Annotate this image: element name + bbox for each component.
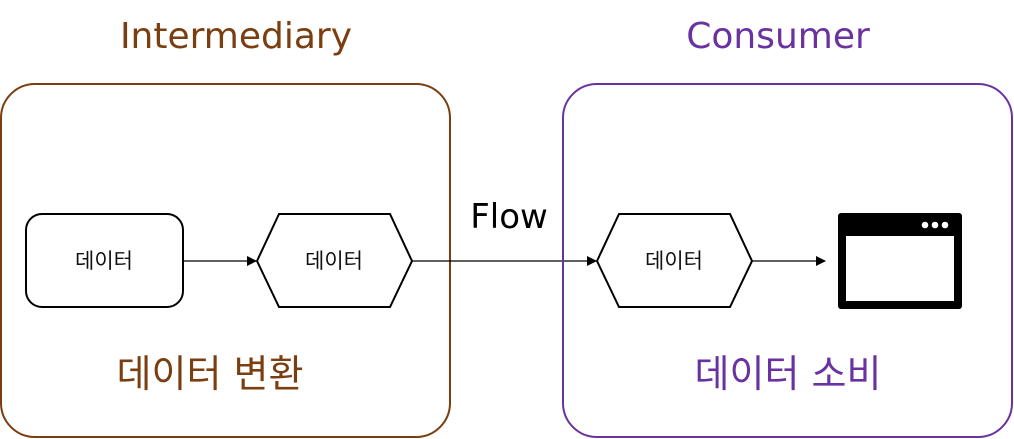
consumer-title: Consumer (686, 16, 870, 57)
intermediary-caption: 데이터 변환 (117, 352, 304, 396)
browser-window-icon (838, 213, 962, 309)
consumer-caption: 데이터 소비 (695, 352, 882, 396)
consumer-container (562, 83, 1013, 438)
flow-label: Flow (470, 197, 548, 237)
intermediary-title: Intermediary (120, 16, 352, 57)
intermediary-data-node-label: 데이터 (75, 249, 133, 273)
intermediary-hexagon-node-label: 데이터 (305, 249, 363, 273)
consumer-hexagon-node-label: 데이터 (645, 249, 703, 273)
